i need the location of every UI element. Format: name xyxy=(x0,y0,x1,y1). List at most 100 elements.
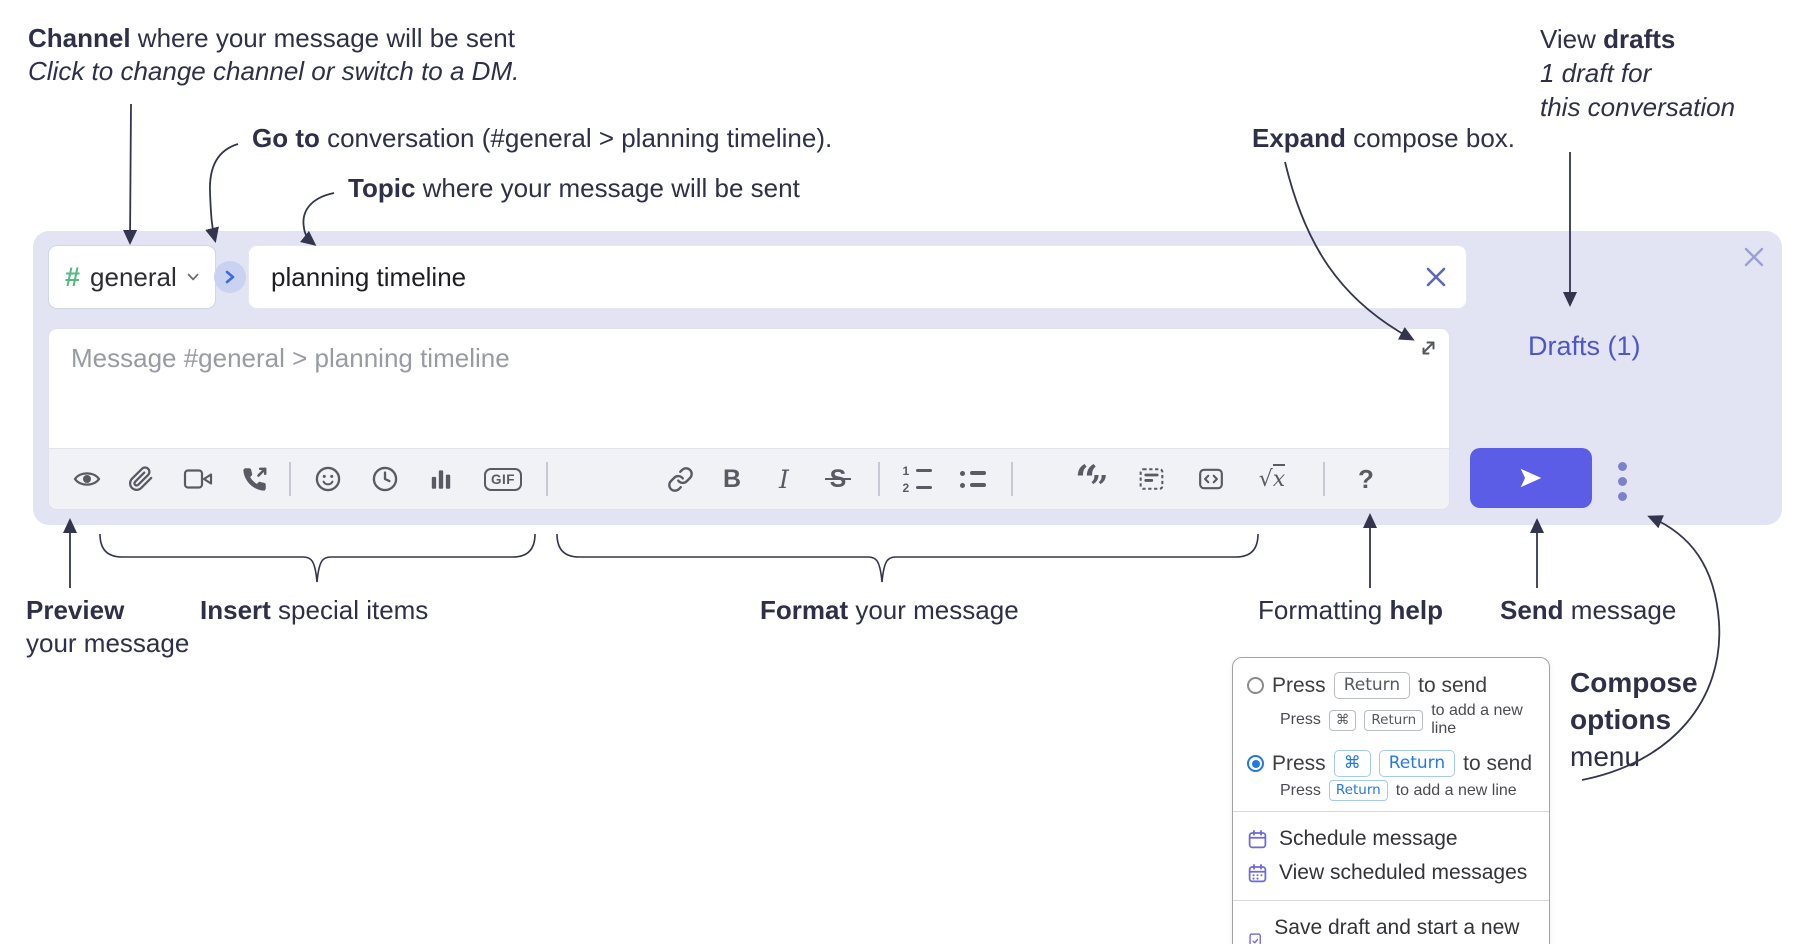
send-option-return[interactable]: Press Return to send xyxy=(1233,672,1549,699)
strikethrough-icon: S xyxy=(824,465,852,494)
clock-icon xyxy=(372,466,398,492)
topic-value: planning timeline xyxy=(271,261,467,292)
radio-selected-icon[interactable] xyxy=(1247,755,1264,772)
italic-icon: I xyxy=(779,464,789,494)
annotation-expand: Expand compose box. xyxy=(1252,123,1516,153)
brace-format xyxy=(556,533,1259,583)
key-cmd: ⌘ xyxy=(1328,709,1357,731)
key-return: Return xyxy=(1378,750,1456,777)
key-return: Return xyxy=(1364,709,1424,731)
paperclip-icon xyxy=(129,466,153,491)
close-compose-button[interactable] xyxy=(1740,243,1768,271)
compose-box: # general planning timeline Drafts xyxy=(33,231,1782,525)
drafts-link[interactable]: Drafts (1) xyxy=(1528,331,1641,361)
toolbar-divider xyxy=(878,462,880,496)
code-icon xyxy=(1199,468,1223,490)
global-time-button[interactable] xyxy=(370,464,400,494)
ellipsis-icon xyxy=(1617,461,1627,471)
quote-button[interactable]: “ ” xyxy=(1075,457,1109,506)
annotation-format: Format your message xyxy=(760,595,1019,625)
calendar-list-icon xyxy=(1248,863,1267,882)
link-icon xyxy=(667,466,693,492)
message-textarea[interactable]: Message #general > planning timeline xyxy=(48,328,1450,510)
preview-button[interactable] xyxy=(72,464,102,494)
spoiler-button[interactable] xyxy=(1136,464,1166,494)
bulleted-list-button[interactable] xyxy=(958,464,988,494)
annotation-insert: Insert special items xyxy=(200,595,429,625)
math-icon: √x xyxy=(1259,463,1286,492)
menu-item-save-draft[interactable]: Save draft and start a new message xyxy=(1233,911,1549,944)
attach-file-button[interactable] xyxy=(126,464,156,494)
expand-compose-button[interactable] xyxy=(1415,335,1441,361)
topic-input[interactable]: planning timeline xyxy=(248,245,1467,309)
annotation-topic: Topic where your message will be sent xyxy=(348,173,800,203)
bold-icon: B xyxy=(722,464,742,493)
key-return: Return xyxy=(1333,672,1411,699)
calendar-icon xyxy=(1248,829,1267,848)
voice-call-button[interactable] xyxy=(239,464,269,494)
save-draft-icon xyxy=(1249,932,1261,944)
toolbar-divider xyxy=(1011,462,1013,496)
chevron-right-icon xyxy=(225,270,235,284)
annotation-channel-bold: Channel xyxy=(28,23,131,53)
menu-item-schedule-message[interactable]: Schedule message xyxy=(1233,822,1549,856)
menu-item-view-scheduled-messages[interactable]: View scheduled messages xyxy=(1233,856,1549,890)
brace-insert xyxy=(99,533,536,583)
annotation-compose-options: Compose options menu xyxy=(1570,667,1698,772)
menu-divider xyxy=(1233,811,1549,812)
close-icon xyxy=(1744,247,1764,267)
compose-options-button[interactable] xyxy=(1605,455,1639,507)
question-mark-icon: ? xyxy=(1358,463,1374,494)
poll-button[interactable] xyxy=(426,464,456,494)
send-button[interactable] xyxy=(1470,448,1592,508)
send-option-cmd-return[interactable]: Press ⌘ Return to send xyxy=(1233,750,1549,777)
compose-toolbar: GIF B I S xyxy=(49,448,1449,509)
arrow-goto xyxy=(205,143,239,243)
annotation-channel: Channel where your message will be sent … xyxy=(28,22,519,88)
italic-button[interactable]: I xyxy=(769,464,799,494)
send-option-cmd-return-sub: Press Return to add a new line xyxy=(1233,780,1549,801)
toolbar-divider xyxy=(1323,462,1325,496)
link-button[interactable] xyxy=(665,464,695,494)
radio-unselected-icon[interactable] xyxy=(1247,677,1264,694)
clear-topic-icon[interactable] xyxy=(1424,265,1448,289)
annotation-goto: Go to conversation (#general > planning … xyxy=(252,123,833,153)
strikethrough-button[interactable]: S xyxy=(823,464,853,494)
emoji-button[interactable] xyxy=(313,464,343,494)
send-icon xyxy=(1520,468,1542,488)
smiley-icon xyxy=(315,466,341,492)
go-to-conversation-button[interactable] xyxy=(214,261,246,293)
phone-outgoing-icon xyxy=(242,467,266,491)
bulleted-list-icon xyxy=(960,470,986,488)
channel-name: general xyxy=(90,261,177,292)
math-button[interactable]: √x xyxy=(1252,463,1292,494)
bold-button[interactable]: B xyxy=(717,464,747,494)
annotation-channel-rest: where your message will be sent xyxy=(130,23,515,53)
video-camera-icon xyxy=(183,469,213,489)
formatting-help-button[interactable]: ? xyxy=(1351,464,1381,494)
bar-chart-icon xyxy=(431,470,451,489)
annotation-channel-sub: Click to change channel or switch to a D… xyxy=(28,56,520,86)
video-call-button[interactable] xyxy=(183,464,213,494)
toolbar-divider xyxy=(289,462,291,496)
code-button[interactable] xyxy=(1196,464,1226,494)
gif-icon: GIF xyxy=(484,467,522,491)
message-placeholder: Message #general > planning timeline xyxy=(71,343,510,373)
channel-selector[interactable]: # general xyxy=(48,245,216,309)
key-return: Return xyxy=(1328,780,1388,801)
annotation-formatting-help: Formatting help xyxy=(1258,595,1443,625)
compose-options-menu: Press Return to send Press ⌘ Return to a… xyxy=(1232,657,1550,944)
quote-icon: “ ” xyxy=(1075,457,1109,506)
spoiler-icon xyxy=(1139,468,1163,490)
annotation-send: Send message xyxy=(1500,595,1677,625)
toolbar-divider xyxy=(546,462,548,496)
annotation-drafts: View drafts 1 draft for this conversatio… xyxy=(1540,24,1736,122)
arrow-channel xyxy=(123,103,138,246)
numbered-list-button[interactable]: 1 2 xyxy=(902,464,932,494)
eye-icon xyxy=(73,472,101,486)
gif-button[interactable]: GIF xyxy=(481,464,525,494)
channel-hash-icon: # xyxy=(65,261,81,292)
annotation-preview: Preview your message xyxy=(26,595,190,658)
numbered-list-icon: 1 2 xyxy=(903,465,932,494)
key-cmd: ⌘ xyxy=(1333,750,1371,777)
